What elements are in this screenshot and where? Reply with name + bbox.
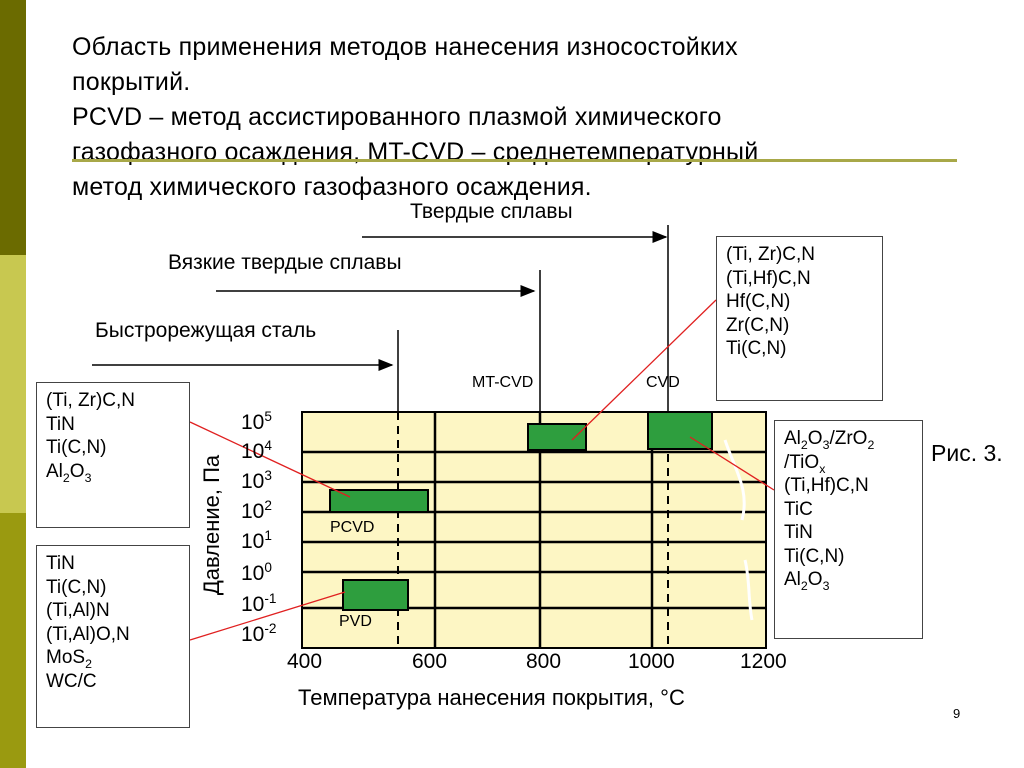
side-stripe-dark xyxy=(0,0,26,255)
pointer-lines xyxy=(189,299,775,641)
pvd-region xyxy=(342,579,409,611)
y-tick: 100 xyxy=(241,560,272,585)
coating-item: (Ti, Zr)C,N xyxy=(46,390,135,411)
y-tick: 105 xyxy=(241,409,272,434)
y-tick: 10-2 xyxy=(241,621,277,646)
coating-item: Al2O3 xyxy=(46,460,92,485)
coating-item: (Ti,Hf)C,N xyxy=(784,475,869,496)
coating-item: /TiOx xyxy=(784,451,826,476)
cvd-label: CVD xyxy=(646,374,680,391)
coating-item: WC/C xyxy=(46,670,97,692)
y-tick: 101 xyxy=(241,528,272,553)
mtcvd-region xyxy=(527,423,587,451)
y-tick: 10-1 xyxy=(241,591,277,616)
cvd-coatings-box: (Ti, Zr)C,N (Ti,Hf)C,N Hf(C,N) Zr(C,N) T… xyxy=(716,236,883,401)
title-underline xyxy=(72,159,957,162)
coating-item: Hf(C,N) xyxy=(726,291,791,312)
coating-item: Ti(C,N) xyxy=(784,545,845,567)
y-axis-title: Давление, Па xyxy=(199,454,224,596)
coating-item: MoS2 xyxy=(46,647,92,671)
grid-vertical xyxy=(433,412,654,648)
coating-item: Al2O3 xyxy=(784,569,830,593)
title-line: покрытий. xyxy=(72,68,191,96)
coating-item: TiN xyxy=(46,553,75,574)
coating-item: Al2O3/ZrO2 xyxy=(784,428,875,452)
x-axis-title: Температура нанесения покрытия, °C xyxy=(298,685,685,710)
pvd-label: PVD xyxy=(339,613,372,630)
mtcvd-label: MT-CVD xyxy=(472,374,534,391)
x-tick: 800 xyxy=(526,650,562,673)
x-tick: 1200 xyxy=(740,650,787,673)
title-line: Область применения методов нанесения изн… xyxy=(72,33,738,61)
y-tick: 103 xyxy=(241,468,272,493)
coating-item: Ti(C,N) xyxy=(46,576,107,598)
pvd-coatings-box: TiN Ti(C,N) (Ti,Al)N (Ti,Al)O,N MoS2 WC/… xyxy=(36,545,190,728)
x-tick: 600 xyxy=(412,650,448,673)
side-stripe-mid xyxy=(0,513,26,768)
hss-label: Быстрорежущая сталь xyxy=(95,319,317,342)
pcvd-region xyxy=(329,489,429,513)
coating-item: TiC xyxy=(784,498,813,520)
coating-item: Ti(C,N) xyxy=(726,338,787,359)
grid-horizontal xyxy=(302,450,766,610)
hard-alloys-label: Твердые сплавы xyxy=(410,200,573,223)
title-line: PCVD – метод ассистированного плазмой хи… xyxy=(72,103,722,131)
coating-item: Zr(C,N) xyxy=(726,314,790,336)
figure-label: Рис. 3. xyxy=(931,440,1003,466)
coating-item: (Ti, Zr)C,N xyxy=(726,244,815,265)
side-stripe-light xyxy=(0,255,26,513)
page-number: 9 xyxy=(953,706,961,721)
y-tick: 104 xyxy=(241,438,272,463)
pcvd-label: PCVD xyxy=(330,519,375,536)
y-tick: 102 xyxy=(241,498,272,523)
slide-title: Область применения методов нанесения изн… xyxy=(72,30,942,205)
pcvd-coatings-box: (Ti, Zr)C,N TiN Ti(C,N) Al2O3 xyxy=(36,382,190,528)
coating-item: TiN xyxy=(46,413,75,435)
coating-item: Ti(C,N) xyxy=(46,437,107,458)
cvd-oxide-coatings-box: Al2O3/ZrO2 /TiOx (Ti,Hf)C,N TiC TiN Ti(C… xyxy=(774,420,923,639)
plot-scratch xyxy=(723,439,754,621)
title-line: метод химического газофазного осаждения. xyxy=(72,173,592,201)
coating-item: (Ti,Al)N xyxy=(46,600,110,621)
x-tick: 1000 xyxy=(628,650,675,673)
tough-hard-alloys-label: Вязкие твердые сплавы xyxy=(168,251,402,274)
coating-item: (Ti,Al)O,N xyxy=(46,623,130,645)
cvd-region xyxy=(647,411,713,450)
coating-item: TiN xyxy=(784,522,813,543)
x-tick: 400 xyxy=(287,650,323,673)
coating-item: (Ti,Hf)C,N xyxy=(726,267,811,289)
